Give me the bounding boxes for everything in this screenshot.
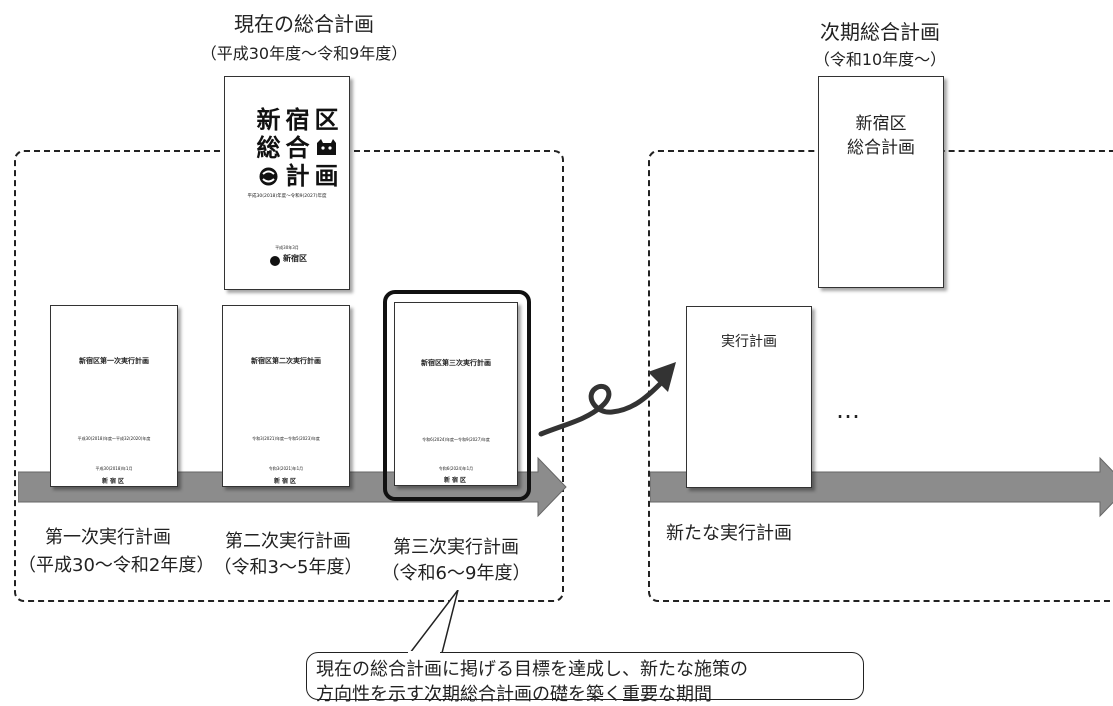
cover-emblem-icon [255,163,282,190]
callout-pointer [380,590,500,660]
new-impl-plan-label: 新たな実行計画 [666,523,792,544]
cover-char-1: 新 [256,106,281,134]
impl-plan-2-doc-date: 令和3(2021)年1月 [268,466,304,471]
impl-plan-3-period: （令和6～9年度） [381,563,531,584]
impl-plan-1-doc-date: 平成30(2018)年1月 [95,466,133,471]
next-plan-period: （令和10年度～） [813,50,947,69]
impl-plan-1-period: （平成30～令和2年度） [18,555,215,576]
impl-plan-1-label: 第一次実行計画 [45,527,171,548]
callout-line2: 方向性を示す次期総合計画の礎を築く重要な期間 [316,684,712,705]
callout-pointer-joint [408,651,440,654]
cover-char-7: 画 [314,162,339,190]
cover-ward-logo-icon [269,252,281,266]
impl-plan-2-period: （令和3～5年度） [213,557,363,578]
impl-plan-2-doc: 新宿区第二次実行計画 令和3(2021)年度～令和5(2023)年度 令和3(2… [222,305,350,487]
impl-plan-1-doc-title: 新宿区第一次実行計画 [79,357,149,365]
next-plan-cover-line1: 新宿区 [855,114,907,134]
continuation-ellipsis: … [836,396,862,424]
impl-plan-1-doc-ward: 新宿区 [101,478,126,485]
impl-plan-1-doc-period: 平成30(2018)年度～平成32(2020)年度 [77,436,151,441]
next-plan-cover-line2: 総合計画 [847,138,915,158]
cover-char-6: 計 [285,162,310,190]
transition-curl-arrow [538,362,676,437]
impl-plan-1-doc: 新宿区第一次実行計画 平成30(2018)年度～平成32(2020)年度 平成3… [50,305,178,487]
impl-plan-3-doc-date: 令和6(2024)年1月 [438,466,474,471]
impl-plan-3-doc-title: 新宿区第三次実行計画 [421,359,491,367]
current-plan-cover: 新 宿 区 総 合 計 画 平成30(2018)年度～令和9(2027)年度 平… [224,76,350,290]
cover-date: 平成30年3月 [275,245,299,250]
new-impl-plan-doc: 実行計画 [686,306,812,488]
impl-plan-3-label: 第三次実行計画 [393,537,519,558]
next-plan-cover: 新宿区 総合計画 [818,76,944,288]
callout-line1: 現在の総合計画に掲げる目標を達成し、新たな施策の [316,659,748,680]
next-plan-title: 次期総合計画 [820,20,940,44]
cover-char-5: 合 [285,134,310,162]
new-impl-plan-doc-title: 実行計画 [721,334,777,350]
impl-plan-2-doc-title: 新宿区第二次実行計画 [251,357,321,365]
impl-plan-3-doc-period: 令和6(2024)年度～令和9(2027)年度 [422,437,490,442]
cover-ward: 新宿区 [283,254,307,263]
impl-plan-3-doc-ward: 新宿区 [443,477,468,484]
cover-char-4: 総 [256,134,281,162]
impl-plan-3-doc: 新宿区第三次実行計画 令和6(2024)年度～令和9(2027)年度 令和6(2… [394,302,518,486]
impl-plan-2-doc-period: 令和3(2021)年度～令和5(2023)年度 [252,436,320,441]
cover-period-small: 平成30(2018)年度～令和9(2027)年度 [247,194,327,199]
impl-plan-2-label: 第二次実行計画 [225,531,351,552]
cover-char-2: 宿 [285,106,310,134]
cover-cat-icon [313,135,340,162]
cover-char-3: 区 [314,106,339,134]
impl-plan-2-doc-ward: 新宿区 [273,478,298,485]
current-plan-title: 現在の総合計画 [234,12,374,36]
impl-plan-3-highlight [383,290,531,501]
current-plan-period: （平成30年度～令和9年度） [200,44,408,63]
